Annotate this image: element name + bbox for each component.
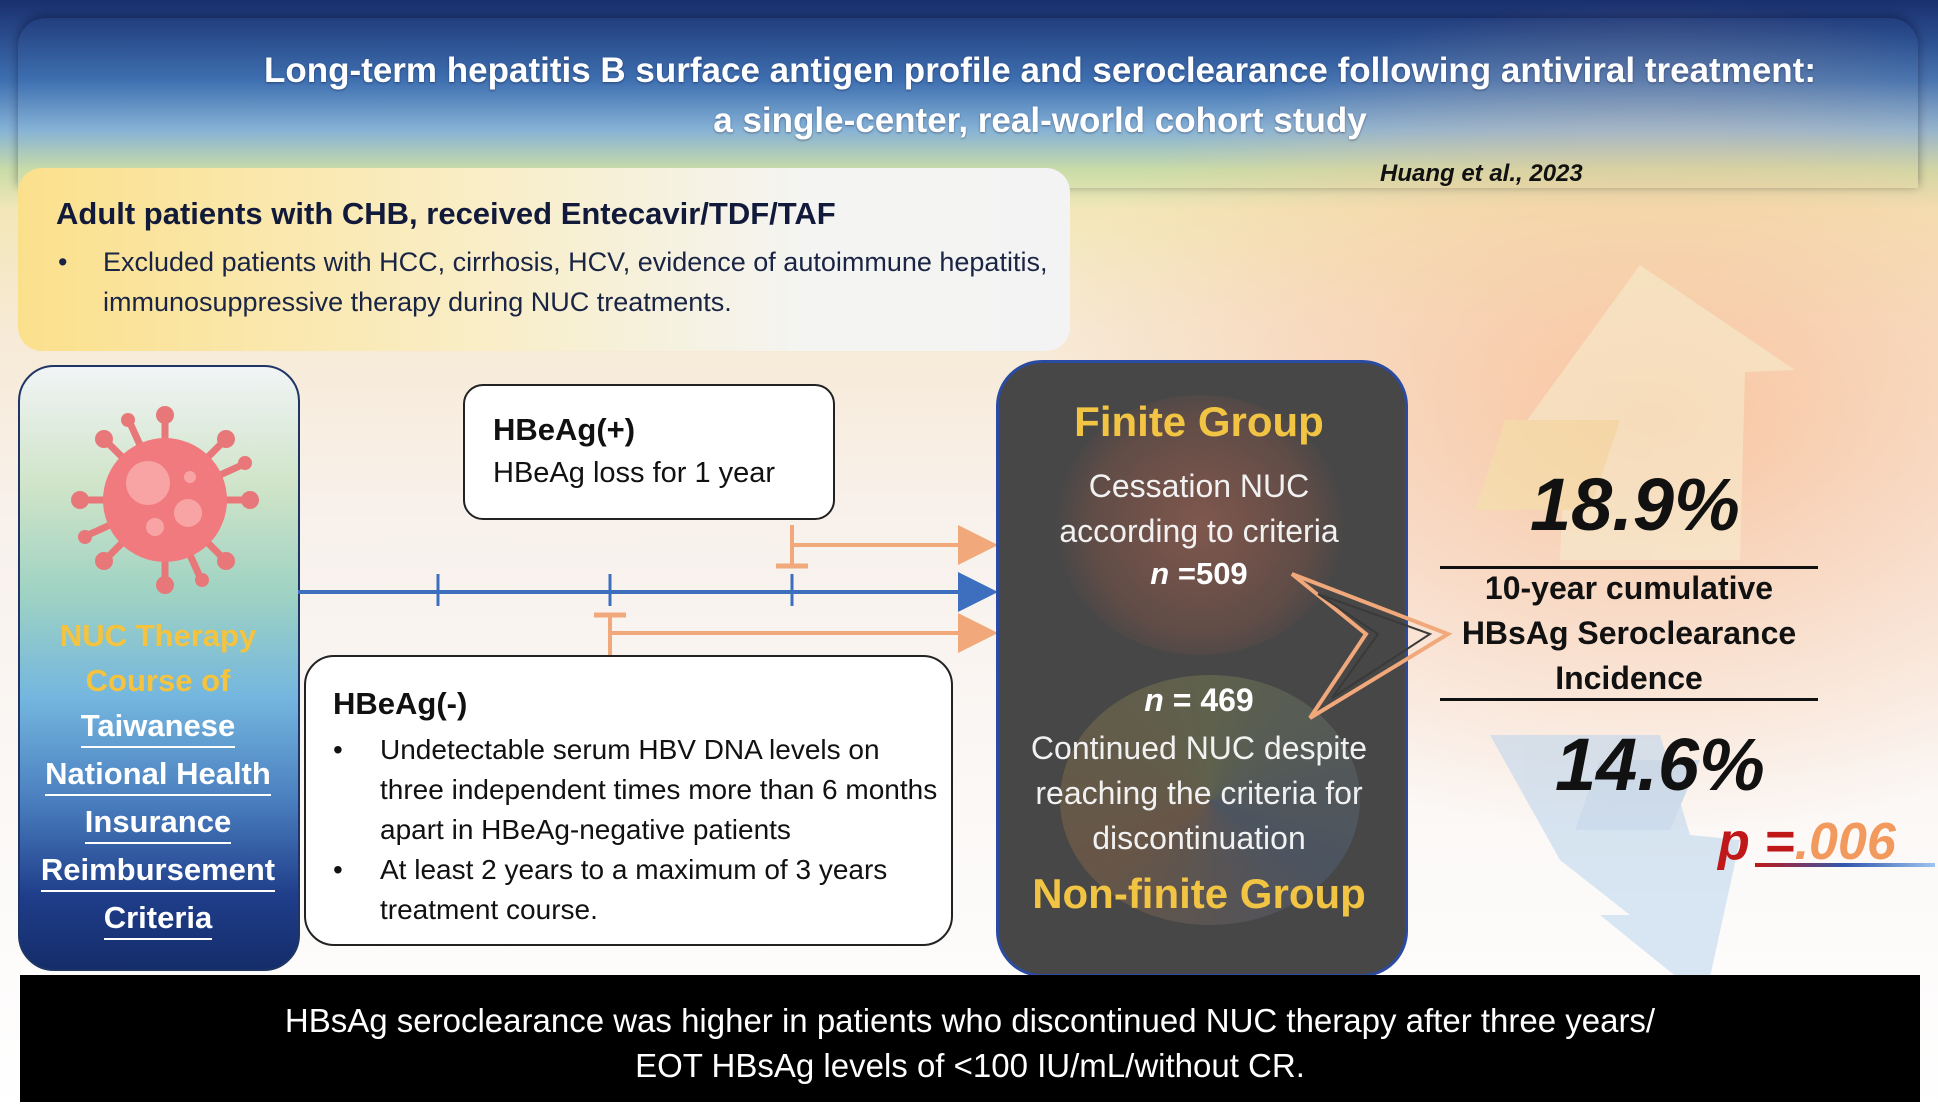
conclusion-text: HBsAg seroclearance was higher in patien… [20, 998, 1920, 1088]
population-bullet: • [58, 247, 68, 277]
finite-percent: 18.9% [1530, 463, 1740, 546]
bullet: • [333, 854, 343, 885]
nonfinite-percent: 14.6% [1555, 723, 1765, 806]
hbeag-negative-heading: HBeAg(-) [333, 686, 468, 721]
n-value: = 469 [1163, 682, 1254, 718]
left-label-line-1: NUC Therapy [59, 618, 257, 653]
p-value-underline [1755, 863, 1935, 867]
finite-desc-line-1: Cessation NUC [1088, 468, 1310, 504]
left-label-line-6: Reimbursement [40, 850, 276, 892]
nonfinite-group-title: Non-finite Group [1032, 870, 1366, 917]
left-label-line-7: Criteria [103, 898, 213, 940]
group-comparison-panel [996, 360, 1408, 977]
finite-group-count: n =509 [996, 556, 1402, 592]
p-value: p =.006 [1718, 812, 1896, 872]
p-equals: = [1749, 813, 1795, 871]
list-item: • At least 2 years to a maximum of 3 yea… [333, 850, 943, 930]
population-exclusion: Excluded patients with HCC, cirrhosis, H… [103, 247, 1048, 317]
population-heading: Adult patients with CHB, received Enteca… [56, 196, 836, 231]
outcome-label-line-2: HBsAg Seroclearance [1461, 615, 1797, 651]
title-line-1: Long-term hepatitis B surface antigen pr… [264, 51, 1816, 90]
list-item: • Undetectable serum HBV DNA levels on t… [333, 730, 943, 850]
title-line-2: a single-center, real-world cohort study [713, 101, 1367, 140]
hbeag-positive-heading: HBeAg(+) [493, 412, 636, 447]
citation: Huang et al., 2023 [1380, 160, 1583, 187]
virus-icon [71, 406, 259, 594]
outcome-label: 10-year cumulative HBsAg Seroclearance I… [1440, 566, 1818, 701]
bullet: • [333, 734, 343, 765]
outcome-label-line-3: Incidence [1555, 660, 1703, 696]
left-label-line-4: National Health [45, 754, 271, 796]
nonfinite-group-description: Continued NUC despite reaching the crite… [996, 726, 1402, 861]
finite-desc-line-2: according to criteria [1059, 513, 1339, 549]
criterion-text: At least 2 years to a maximum of 3 years… [380, 854, 888, 925]
p-label: p [1718, 813, 1750, 871]
divider-top [1440, 566, 1818, 569]
conclusion-bar [20, 975, 1920, 1102]
left-label-line-5: Insurance [84, 802, 232, 844]
nonfinite-desc-line-3: discontinuation [1092, 820, 1306, 856]
nonfinite-desc-line-2: reaching the criteria for [1035, 775, 1363, 811]
finite-group-title: Finite Group [1074, 398, 1324, 445]
hbeag-negative-box [304, 655, 953, 946]
hbeag-positive-box [463, 384, 835, 520]
hbeag-positive-criterion: HBeAg loss for 1 year [493, 457, 776, 489]
finite-group-description: Cessation NUC according to criteria [996, 464, 1402, 554]
p-number: .006 [1794, 813, 1896, 871]
population-box [18, 168, 1070, 351]
nonfinite-desc-line-1: Continued NUC despite [1030, 730, 1368, 766]
conclusion-line-2: EOT HBsAg levels of <100 IU/mL/without C… [635, 1047, 1305, 1084]
nonfinite-group-count: n = 469 [996, 682, 1402, 719]
left-label-line-2: Course of [85, 663, 231, 698]
up-arrow-icon [1475, 265, 1795, 560]
n-label: n [1144, 682, 1164, 718]
outcome-label-line-1: 10-year cumulative [1484, 570, 1774, 606]
divider-bottom [1440, 698, 1818, 701]
conclusion-line-1: HBsAg seroclearance was higher in patien… [284, 1002, 1656, 1039]
criterion-text: Undetectable serum HBV DNA levels on thr… [380, 734, 938, 845]
page-title: Long-term hepatitis B surface antigen pr… [190, 46, 1890, 146]
reimbursement-criteria-label: NUC Therapy Course of Taiwanese National… [18, 613, 298, 943]
left-label-line-3: Taiwanese [80, 706, 236, 748]
hbeag-negative-criteria: • Undetectable serum HBV DNA levels on t… [333, 730, 943, 930]
background-circle [1055, 395, 1345, 655]
n-value: =509 [1169, 556, 1248, 591]
n-label: n [1150, 556, 1170, 591]
down-arrow-icon [1490, 735, 1740, 1000]
